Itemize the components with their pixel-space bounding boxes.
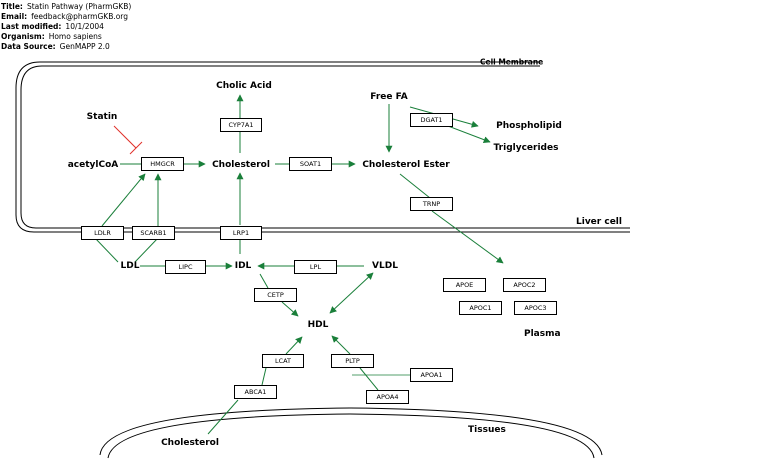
metabolite-vldl: VLDL (372, 261, 398, 271)
gene-box-dgat1[interactable]: DGAT1 (410, 113, 453, 127)
gene-box-cyp7a1[interactable]: CYP7A1 (220, 118, 262, 132)
metabolite-cholesterol: Cholesterol (212, 160, 270, 170)
metadata-key: Last modified: (1, 22, 62, 31)
gene-box-trnp[interactable]: TRNP (410, 197, 453, 211)
metadata-row: Title:Statin Pathway (PharmGKB) (1, 2, 131, 12)
metabolite-tissue-cholesterol: Cholesterol (161, 438, 219, 448)
metabolite-idl: IDL (234, 261, 252, 271)
metadata-row: Organism:Homo sapiens (1, 32, 131, 42)
gene-box-apoa4[interactable]: APOA4 (366, 390, 409, 404)
metadata-row: Email:feedback@pharmGKB.org (1, 12, 131, 22)
gene-box-apoc1[interactable]: APOC1 (459, 301, 502, 315)
gene-box-lcat[interactable]: LCAT (262, 354, 304, 368)
gene-box-soat1[interactable]: SOAT1 (289, 157, 332, 171)
metabolite-acetylcoa: acetylCoA (67, 160, 119, 170)
metadata-key: Title: (1, 2, 23, 11)
gene-box-ldlr[interactable]: LDLR (81, 226, 124, 240)
compartment-plasma: Plasma (524, 329, 561, 339)
metabolite-free-fa: Free FA (370, 92, 408, 102)
gene-box-apoe[interactable]: APOE (443, 278, 486, 292)
gene-box-pltp[interactable]: PLTP (331, 354, 374, 368)
metabolite-cholic-acid: Cholic Acid (216, 81, 272, 91)
gene-box-lpl[interactable]: LPL (294, 260, 337, 274)
gene-box-lrp1[interactable]: LRP1 (220, 226, 262, 240)
gene-box-abca1[interactable]: ABCA1 (234, 385, 277, 399)
gene-box-lipc[interactable]: LIPC (165, 260, 206, 274)
metabolite-ldl: LDL (120, 261, 140, 271)
compartment-tissues: Tissues (468, 425, 506, 435)
compartment-cell-membrane: Cell Membrane (480, 57, 544, 67)
gene-box-hmgcr[interactable]: HMGCR (141, 157, 184, 171)
metadata-value: Homo sapiens (48, 32, 102, 41)
metabolite-phospholipid: Phospholipid (496, 121, 562, 131)
metadata-key: Email: (1, 12, 28, 21)
metabolite-hdl: HDL (307, 320, 329, 330)
gene-box-apoc2[interactable]: APOC2 (503, 278, 546, 292)
metadata-row: Last modified:10/1/2004 (1, 22, 131, 32)
metadata-key: Data Source: (1, 42, 56, 51)
metadata-value: 10/1/2004 (65, 22, 104, 31)
metadata-header: Title:Statin Pathway (PharmGKB)Email:fee… (1, 2, 131, 52)
gene-box-scarb1[interactable]: SCARB1 (132, 226, 175, 240)
gene-box-apoc3[interactable]: APOC3 (514, 301, 557, 315)
metadata-key: Organism: (1, 32, 45, 41)
metadata-value: Statin Pathway (PharmGKB) (26, 2, 132, 11)
inhibition-arrow (113, 125, 143, 155)
gene-box-cetp[interactable]: CETP (254, 288, 297, 302)
metabolite-statin: Statin (86, 112, 118, 122)
metadata-value: feedback@pharmGKB.org (31, 12, 129, 21)
metabolite-triglycerides: Triglycerides (493, 143, 559, 153)
compartment-liver-cell: Liver cell (576, 217, 622, 227)
tissue-membrane-shape (99, 407, 603, 459)
metabolite-cholesterol-ester: Cholesterol Ester (362, 160, 450, 170)
metadata-row: Data Source:GenMAPP 2.0 (1, 42, 131, 52)
gene-box-apoa1[interactable]: APOA1 (410, 368, 453, 382)
cell-membrane-shape (15, 61, 630, 233)
metadata-value: GenMAPP 2.0 (59, 42, 110, 51)
